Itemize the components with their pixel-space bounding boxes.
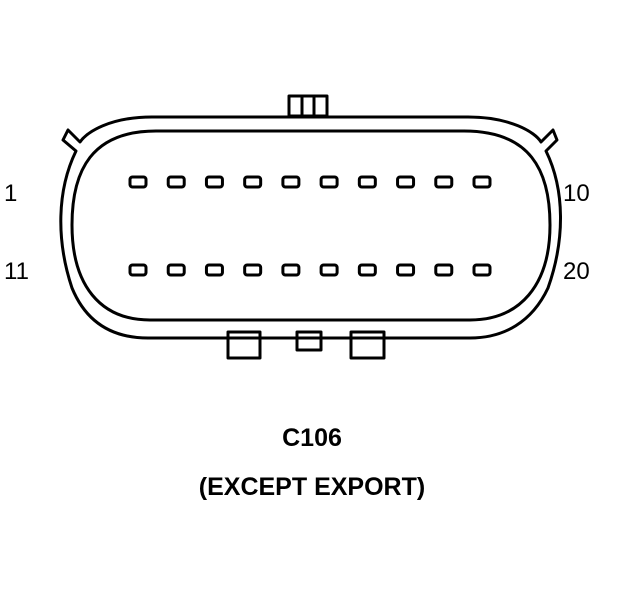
pin-cavity-13 — [204, 263, 224, 277]
connector-housing-inner — [70, 129, 552, 322]
pin-cavity-17 — [357, 263, 377, 277]
pin-label-1: 1 — [4, 180, 18, 207]
pin-cavity-11 — [128, 263, 148, 277]
bottom-key-left — [226, 330, 262, 360]
top-lock-tab — [287, 94, 329, 118]
connector-housing-outer — [59, 115, 562, 340]
pin-cavity-3 — [204, 175, 224, 189]
pin-cavity-15 — [281, 263, 301, 277]
connector-id: C106 — [282, 424, 342, 452]
pin-cavity-10 — [472, 175, 492, 189]
bottom-key-right — [349, 330, 386, 360]
pin-label-10: 10 — [563, 180, 590, 207]
pin-cavity-6 — [319, 175, 339, 189]
pin-cavity-18 — [396, 263, 416, 277]
pin-cavity-12 — [166, 263, 186, 277]
pin-cavity-2 — [166, 175, 186, 189]
pin-cavity-14 — [243, 263, 263, 277]
pin-cavity-16 — [319, 263, 339, 277]
pin-cavities — [128, 175, 492, 277]
pin-cavity-20 — [472, 263, 492, 277]
connector-note: (EXCEPT EXPORT) — [198, 473, 426, 501]
pin-cavity-8 — [396, 175, 416, 189]
pin-cavity-7 — [357, 175, 377, 189]
bottom-key-center — [295, 330, 323, 352]
pin-cavity-4 — [243, 175, 263, 189]
pin-label-11: 11 — [4, 258, 29, 285]
pin-cavity-1 — [128, 175, 148, 189]
pin-cavity-9 — [434, 175, 454, 189]
pin-cavity-19 — [434, 263, 454, 277]
pin-label-20: 20 — [563, 258, 590, 285]
pin-cavity-5 — [281, 175, 301, 189]
